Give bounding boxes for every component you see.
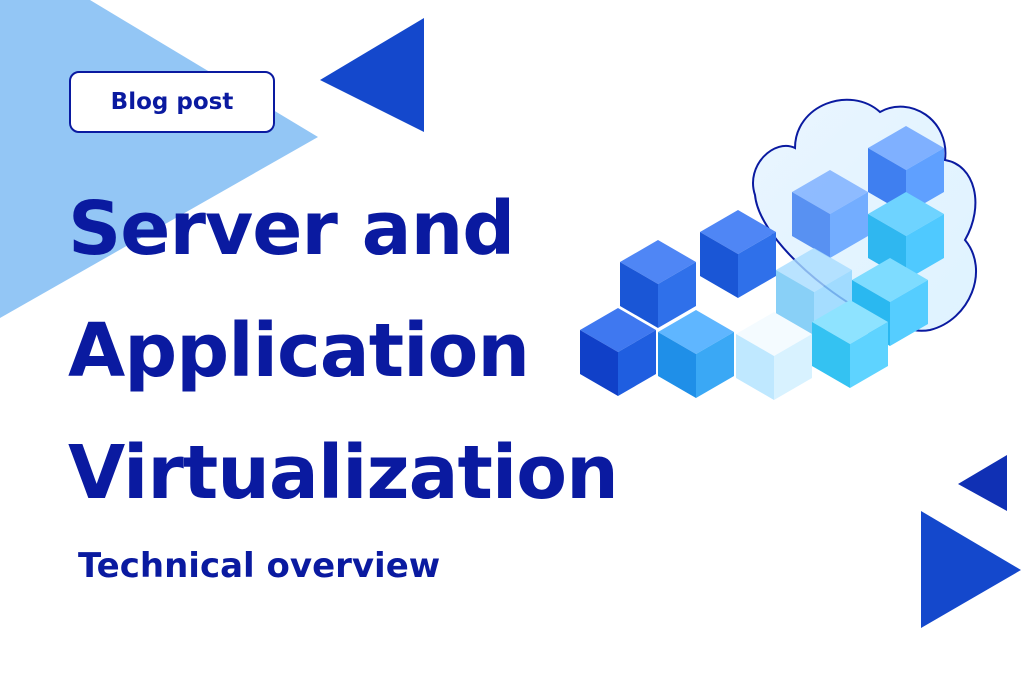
small-triangle-icon bbox=[958, 455, 1007, 511]
page-title: Server and Application Virtualization bbox=[68, 168, 619, 534]
title-line-3: Virtualization bbox=[68, 430, 619, 516]
cube-stack-icon bbox=[580, 126, 944, 400]
badge-label: Blog post bbox=[110, 89, 234, 115]
top-triangle-icon bbox=[320, 18, 424, 132]
title-line-1: Server and bbox=[68, 186, 515, 272]
blog-post-badge: Blog post bbox=[69, 71, 275, 133]
title-line-2: Application bbox=[68, 308, 530, 394]
play-triangle-icon bbox=[921, 511, 1021, 628]
subtitle: Technical overview bbox=[78, 546, 441, 586]
